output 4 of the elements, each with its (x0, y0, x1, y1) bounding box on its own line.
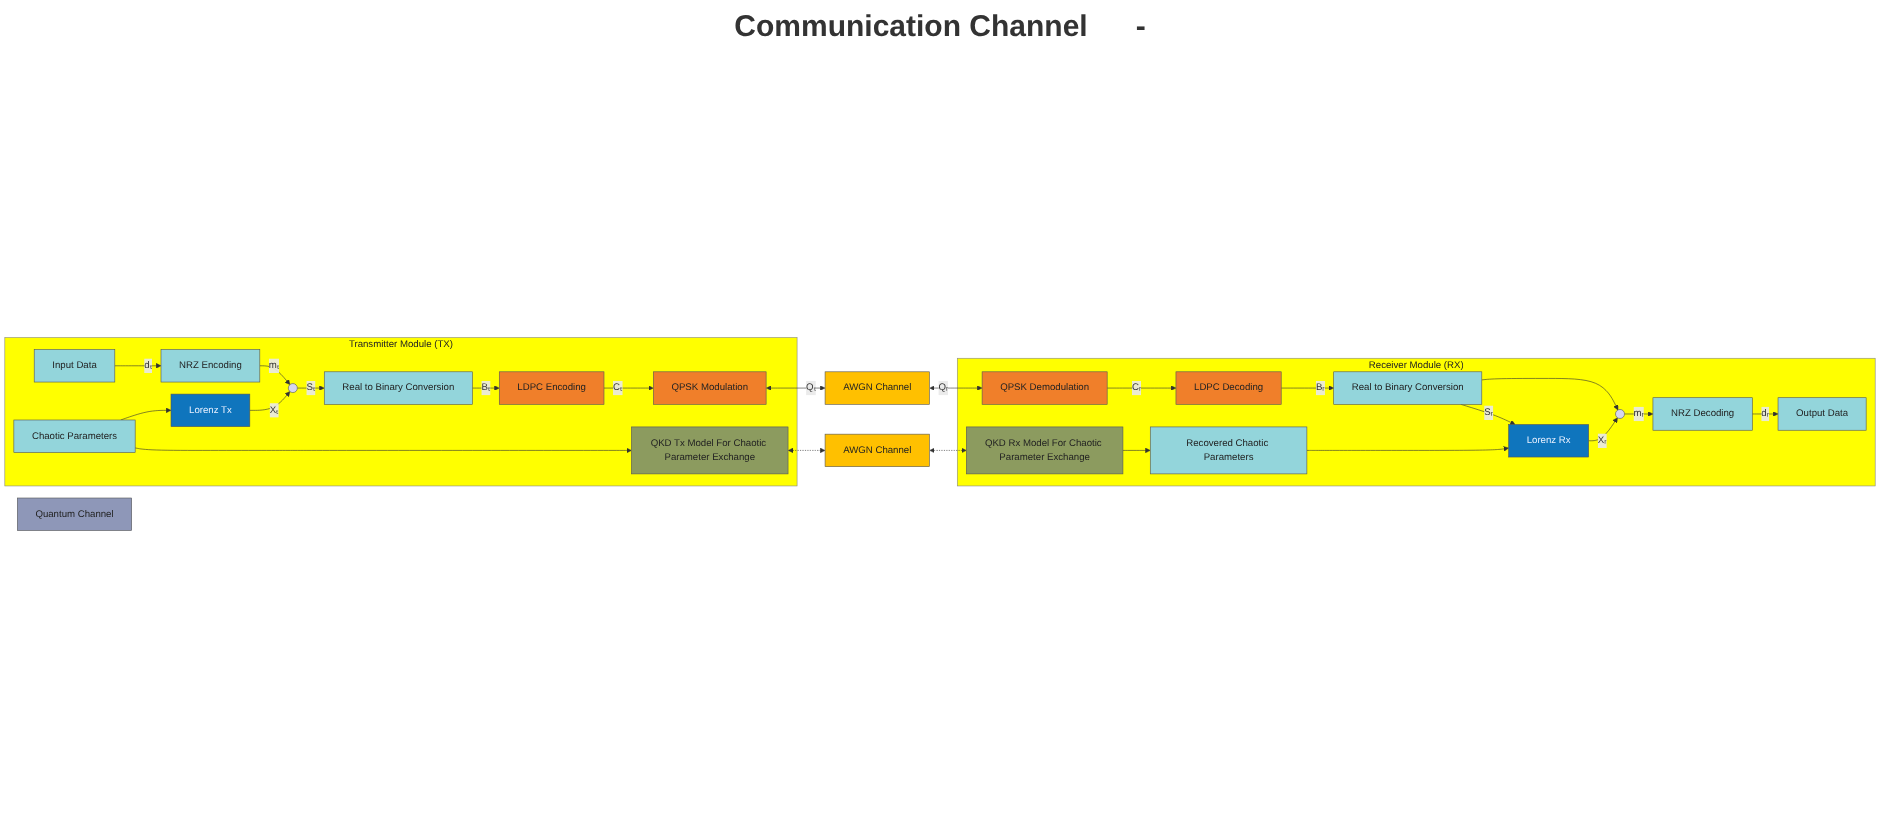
node-circle (288, 383, 298, 393)
node-circle (1615, 409, 1625, 419)
note-text: Communication Channel (734, 9, 1088, 43)
note-text: - (1135, 9, 1146, 43)
